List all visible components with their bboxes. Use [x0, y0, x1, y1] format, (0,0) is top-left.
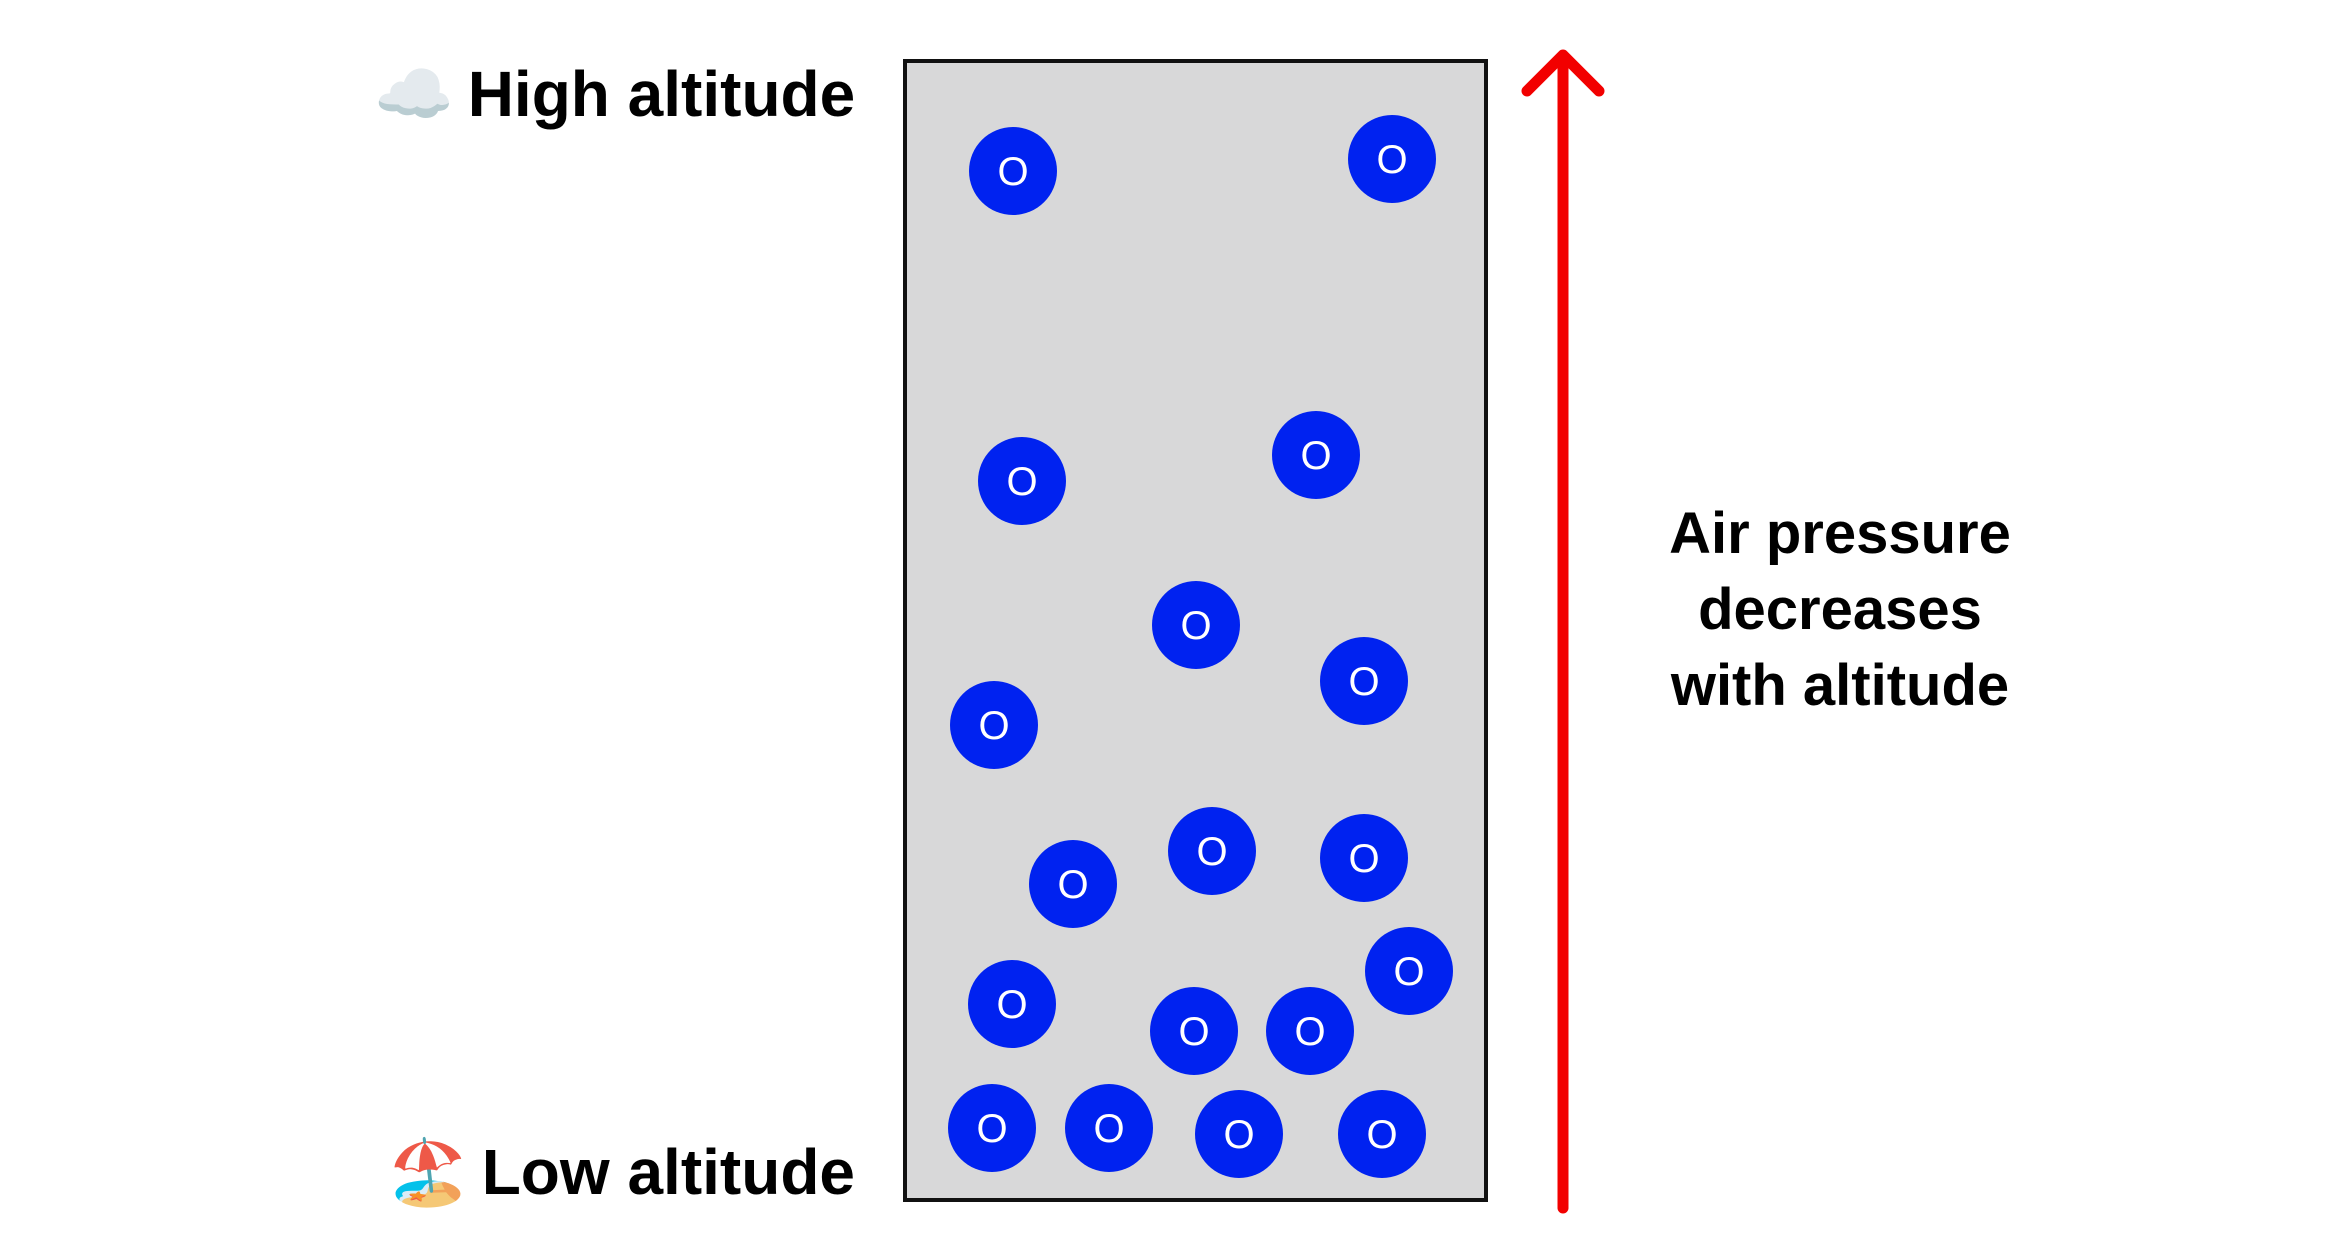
arrow-head [1521, 49, 1605, 97]
low-altitude-label: 🏖️ Low altitude [388, 1140, 855, 1204]
beach-umbrella-icon: 🏖️ [388, 1136, 468, 1208]
annotation-line-3: with altitude [1670, 653, 2010, 718]
air-column [903, 59, 1488, 1202]
annotation-line-1: Air pressure [1669, 501, 2011, 566]
cloud-icon: ☁️ [374, 58, 454, 130]
annotation-line-2: decreases [1698, 577, 1982, 642]
pressure-annotation: Air pressure decreases with altitude [1560, 496, 2120, 724]
low-altitude-text: Low altitude [481, 1136, 855, 1208]
high-altitude-text: High altitude [467, 58, 856, 130]
high-altitude-label: ☁️ High altitude [374, 62, 855, 126]
